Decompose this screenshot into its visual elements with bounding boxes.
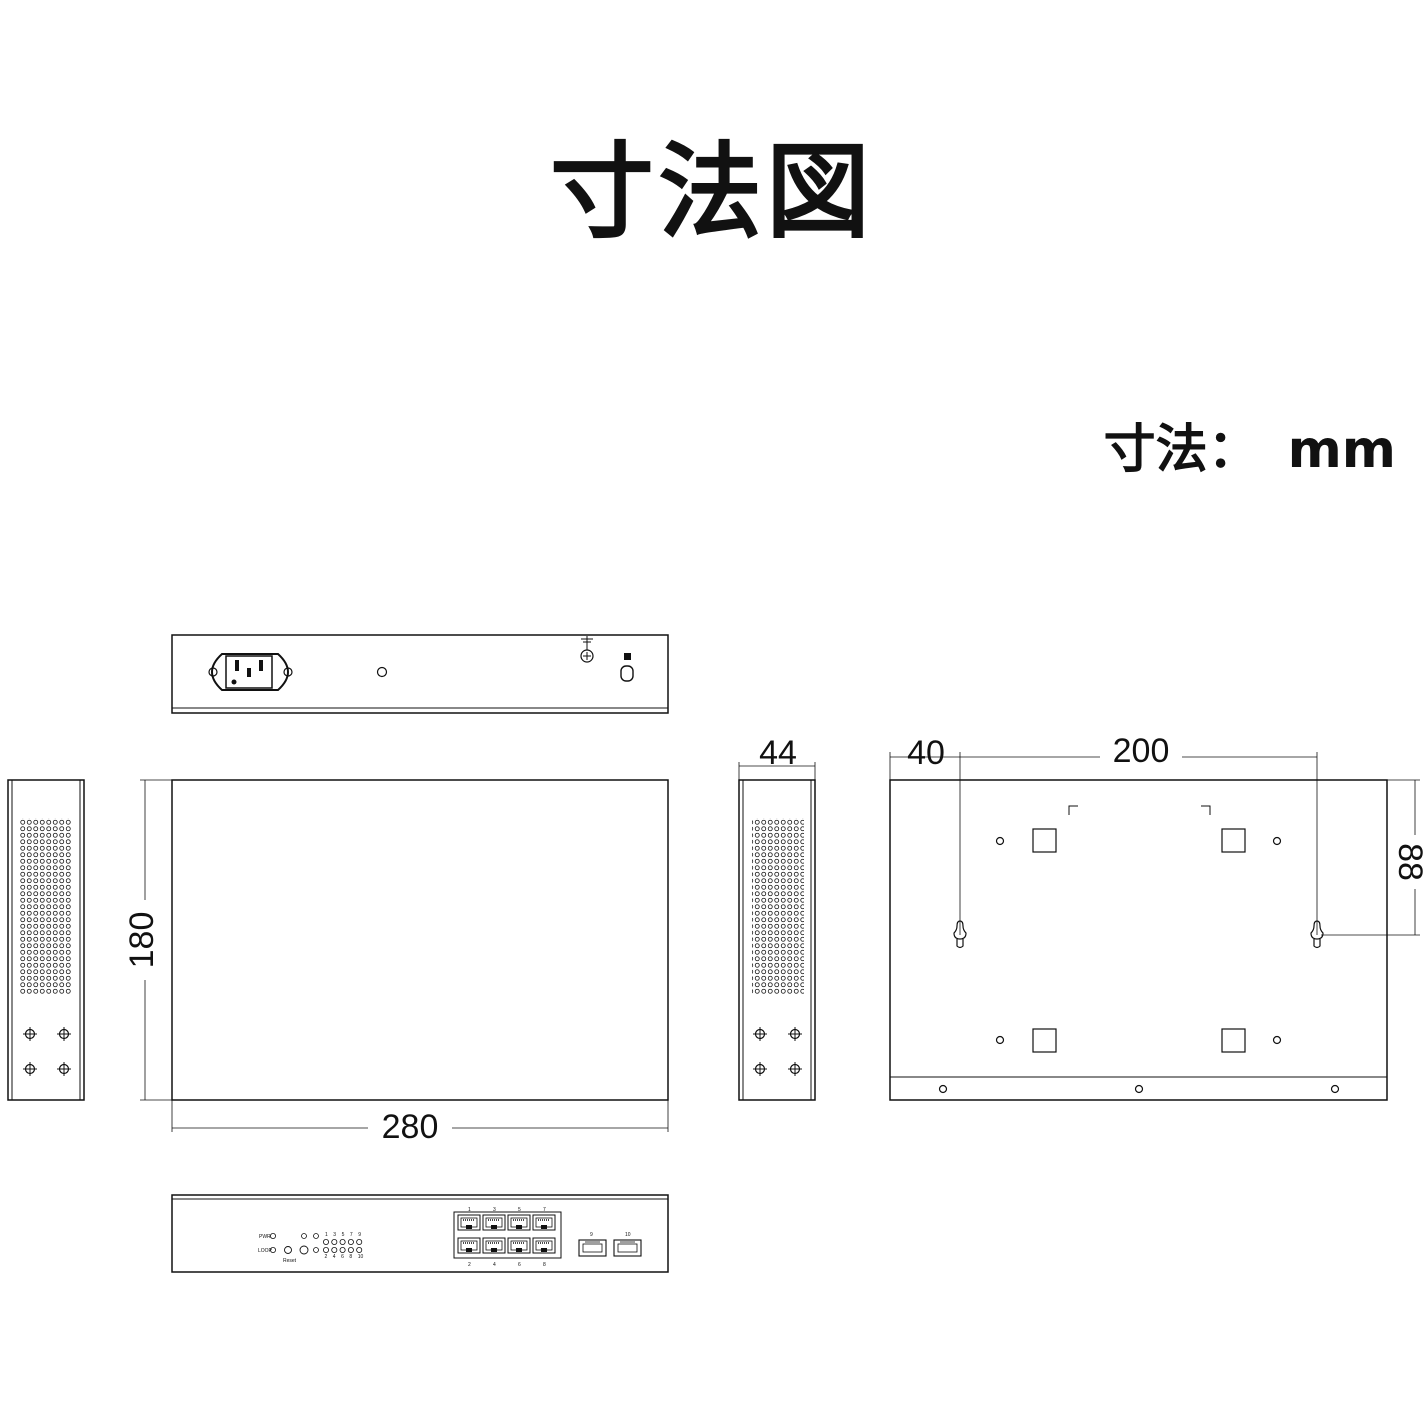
vent-grid xyxy=(20,818,72,994)
port-bottom-numbers: 2 4 6 8 xyxy=(468,1262,546,1268)
port-led xyxy=(322,1247,329,1254)
hole-offset-dimension: 40 xyxy=(889,734,960,780)
rubber-foot xyxy=(1032,1028,1057,1053)
port-led xyxy=(356,1247,363,1254)
sfp-number: 10 xyxy=(625,1232,631,1238)
keyhole-slot-icon xyxy=(1310,920,1324,949)
led-number: 2 xyxy=(325,1254,328,1260)
led-number: 1 xyxy=(325,1232,328,1238)
sfp-port[interactable] xyxy=(613,1239,642,1257)
power-inlet-icon xyxy=(208,653,293,691)
rj45-port[interactable] xyxy=(482,1214,506,1231)
unit-label: 寸法： xyxy=(1103,420,1260,480)
port-led xyxy=(331,1239,338,1246)
keyhole-slot-icon xyxy=(953,920,967,949)
depth-label: 180 xyxy=(123,912,161,969)
sfp-number: 9 xyxy=(590,1232,593,1238)
port-top-numbers: 1 3 5 7 xyxy=(468,1207,546,1213)
port-leds xyxy=(322,1239,363,1254)
unit-note: 寸法：mm xyxy=(1104,424,1396,476)
right-side-view xyxy=(738,779,816,1101)
height-dimension: 44 xyxy=(738,734,816,780)
port-led xyxy=(339,1239,346,1246)
rj45-port[interactable] xyxy=(532,1237,556,1254)
hole-spacing-dimension: 200 xyxy=(959,732,1318,935)
rubber-foot xyxy=(1221,828,1246,853)
hole-depth-label: 88 xyxy=(1391,843,1424,881)
mode-button[interactable] xyxy=(299,1245,309,1255)
pwr-label: PWR xyxy=(259,1234,271,1240)
vent-grid xyxy=(752,818,804,994)
rj45-port-block xyxy=(453,1211,562,1259)
rj45-port[interactable] xyxy=(507,1214,531,1231)
led-number: 3 xyxy=(333,1232,336,1238)
rear-panel-view xyxy=(171,634,669,714)
loop-label: LOOP xyxy=(258,1248,273,1254)
port-number: 2 xyxy=(468,1262,471,1268)
port-led xyxy=(347,1247,354,1254)
rj45-port[interactable] xyxy=(482,1237,506,1254)
port-led xyxy=(331,1247,338,1254)
port-led xyxy=(339,1247,346,1254)
hole-spacing-label: 200 xyxy=(1113,732,1170,770)
rj45-port[interactable] xyxy=(457,1214,481,1231)
rj45-port[interactable] xyxy=(507,1237,531,1254)
port-led xyxy=(347,1239,354,1246)
loop-led xyxy=(269,1247,276,1254)
rj45-port[interactable] xyxy=(532,1214,556,1231)
ground-screw-icon xyxy=(580,636,594,663)
port-number: 6 xyxy=(518,1262,521,1268)
sfp-port[interactable] xyxy=(578,1239,607,1257)
led-number: 8 xyxy=(349,1254,352,1260)
rubber-foot xyxy=(1032,828,1057,853)
left-side-view xyxy=(7,779,85,1101)
led-number: 4 xyxy=(333,1254,336,1260)
port-number: 3 xyxy=(493,1207,496,1213)
unit-value: mm xyxy=(1287,420,1396,480)
hole-depth-dimension: 88 xyxy=(1321,779,1424,936)
led-number: 9 xyxy=(358,1232,361,1238)
top-view xyxy=(171,779,669,1101)
rubber-foot xyxy=(1221,1028,1246,1053)
port-number: 1 xyxy=(468,1207,471,1213)
port-number: 5 xyxy=(518,1207,521,1213)
port-led xyxy=(322,1239,329,1246)
port-led xyxy=(356,1239,363,1246)
kensington-lock-icon xyxy=(620,653,634,682)
page-title: 寸法図 xyxy=(549,131,874,253)
port-number: 4 xyxy=(493,1262,496,1268)
port-number: 8 xyxy=(543,1262,546,1268)
reset-button[interactable] xyxy=(284,1246,292,1254)
led-number: 6 xyxy=(341,1254,344,1260)
led-number: 5 xyxy=(342,1232,345,1238)
width-label: 280 xyxy=(382,1108,439,1146)
reset-label: Reset xyxy=(283,1258,297,1264)
depth-dimension: 180 xyxy=(123,779,172,1101)
led-number: 7 xyxy=(350,1232,353,1238)
hole-offset-label: 40 xyxy=(907,734,945,772)
pwr-led xyxy=(269,1233,276,1240)
led-number: 10 xyxy=(358,1254,364,1260)
rj45-port[interactable] xyxy=(457,1237,481,1254)
height-label: 44 xyxy=(759,734,797,772)
width-dimension: 280 xyxy=(171,1100,669,1146)
port-number: 7 xyxy=(543,1207,546,1213)
rear-hole-icon xyxy=(376,666,388,678)
bottom-view xyxy=(889,779,1388,1101)
